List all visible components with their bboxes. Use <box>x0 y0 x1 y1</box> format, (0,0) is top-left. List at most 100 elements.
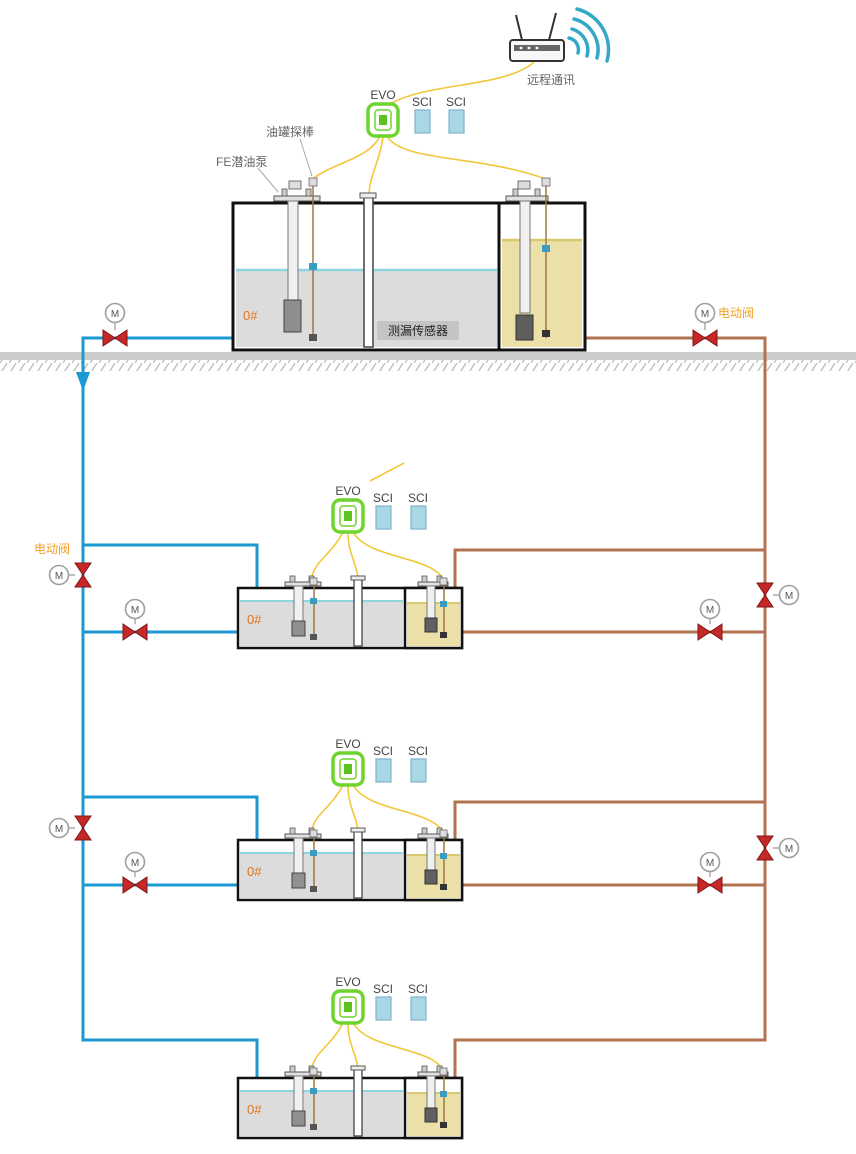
evo-console-unit3 <box>331 989 365 1025</box>
motor-label-left-main-2: M <box>55 824 63 835</box>
router-antenna-right <box>548 12 557 41</box>
motor-label-left-tank2: M <box>131 858 139 869</box>
leak-sensor-label: 测漏传感器 <box>388 323 448 338</box>
motor-label-right-tank1: M <box>706 605 714 616</box>
flow-arrow-down <box>76 372 90 391</box>
valve-left-main-2 <box>74 815 92 841</box>
sci-label-u3-1: SCI <box>373 982 393 996</box>
valve-left-tank2 <box>122 876 148 894</box>
leak-sensor-tube-cap <box>359 192 377 199</box>
sci-module-top-1 <box>414 109 431 134</box>
tank-probe-assembly-right <box>541 177 551 338</box>
motor-label-top-left: M <box>111 309 119 320</box>
main-tank-tan-fill <box>502 240 582 347</box>
evo-label-unit1: EVO <box>335 484 360 498</box>
evo-label-unit2: EVO <box>335 737 360 751</box>
brown-pipe-network <box>453 336 767 1078</box>
pump-assembly-right <box>505 180 549 341</box>
fe-pump-assembly <box>273 180 321 333</box>
blue-main-pipe <box>81 336 259 1078</box>
valve-top-left <box>102 329 128 347</box>
valve-right-main-1 <box>756 582 774 608</box>
motor-label-left-tank1: M <box>131 605 139 616</box>
evo-label-top: EVO <box>370 88 395 102</box>
fuel-tank-2 <box>236 826 464 902</box>
motor-label-top-right: M <box>701 309 709 320</box>
sci-module-u1-2 <box>410 505 427 530</box>
tank-grade-label-main: 0# <box>243 308 258 323</box>
valve-left-main-1 <box>74 562 92 588</box>
wire-evo-right-probe <box>386 135 544 179</box>
remote-comm-label: 远程通讯 <box>527 72 575 87</box>
fuel-tank-main <box>231 177 587 352</box>
tank-grade-label-1: 0# <box>247 612 262 627</box>
motor-label-left-main-1: M <box>55 571 63 582</box>
wire-router-evo <box>389 61 535 105</box>
sci-module-u3-2 <box>410 996 427 1021</box>
evo-console-unit1 <box>331 498 365 534</box>
evo-console-unit2 <box>331 751 365 787</box>
ground-bar <box>0 352 856 360</box>
valve-right-main-2 <box>756 835 774 861</box>
fuel-tank-3 <box>236 1064 464 1140</box>
blue-branch-tank2-top <box>83 795 259 840</box>
wire-u3-center <box>347 1022 359 1070</box>
wire-u2-center <box>347 784 359 832</box>
sci-label-u1-1: SCI <box>373 491 393 505</box>
sci-label-u2-1: SCI <box>373 744 393 758</box>
blue-pipe-network <box>76 336 259 1078</box>
wire-u1-right <box>352 531 442 577</box>
wifi-signal-icon <box>567 7 611 63</box>
ground-line <box>0 352 856 371</box>
tank-grade-label-2: 0# <box>247 864 262 879</box>
router-antenna-left <box>515 14 523 41</box>
wire-u1-left <box>311 531 344 577</box>
wire-u2-left <box>311 784 344 830</box>
evo-console-top <box>366 102 400 138</box>
tank-probe-label: 油罐探棒 <box>266 125 314 139</box>
sci-label-top-2: SCI <box>446 95 466 109</box>
sci-label-u3-2: SCI <box>408 982 428 996</box>
motor-label-right-main-2: M <box>785 844 793 855</box>
motor-label-right-main-1: M <box>785 591 793 602</box>
evo-label-unit3: EVO <box>335 975 360 989</box>
fuel-tank-1 <box>236 574 464 650</box>
leader-fe-pump <box>257 167 279 193</box>
ground-hatch <box>0 360 856 371</box>
wire-stub-unit1 <box>369 462 405 482</box>
sci-label-u2-2: SCI <box>408 744 428 758</box>
valve-top-right <box>692 329 718 347</box>
wire-u3-left <box>311 1022 344 1068</box>
wire-evo-leak-tube <box>368 135 384 195</box>
sci-module-u3-1 <box>375 996 392 1021</box>
electric-valve-label-right: 电动阀 <box>718 306 754 320</box>
leak-sensor-tube <box>363 196 374 348</box>
brown-main-pipe <box>453 336 767 1078</box>
valve-left-tank1 <box>122 623 148 641</box>
wire-u2-right <box>352 784 442 830</box>
tank-probe-assembly-left <box>308 177 318 341</box>
electric-valve-label-left: 电动阀 <box>34 542 70 556</box>
sci-module-top-2 <box>448 109 465 134</box>
valve-right-tank1 <box>697 623 723 641</box>
valves <box>48 302 800 894</box>
sci-module-u1-1 <box>375 505 392 530</box>
sci-label-top-1: SCI <box>412 95 432 109</box>
tank-grade-label-3: 0# <box>247 1102 262 1117</box>
brown-branch-tank2-top <box>453 800 765 840</box>
sci-label-u1-2: SCI <box>408 491 428 505</box>
brown-branch-tank1-top <box>453 548 765 588</box>
sci-module-u2-1 <box>375 758 392 783</box>
wire-u1-center <box>347 531 359 579</box>
fe-pump-label: FE潜油泵 <box>216 155 267 169</box>
valve-right-tank2 <box>697 876 723 894</box>
wire-u3-right <box>352 1022 442 1068</box>
wireless-router <box>509 12 565 62</box>
leader-tank-probe <box>299 138 313 177</box>
motor-label-right-tank2: M <box>706 858 714 869</box>
wire-evo-left-probe <box>313 135 381 179</box>
leak-sensor-badge <box>377 321 459 340</box>
sci-module-u2-2 <box>410 758 427 783</box>
